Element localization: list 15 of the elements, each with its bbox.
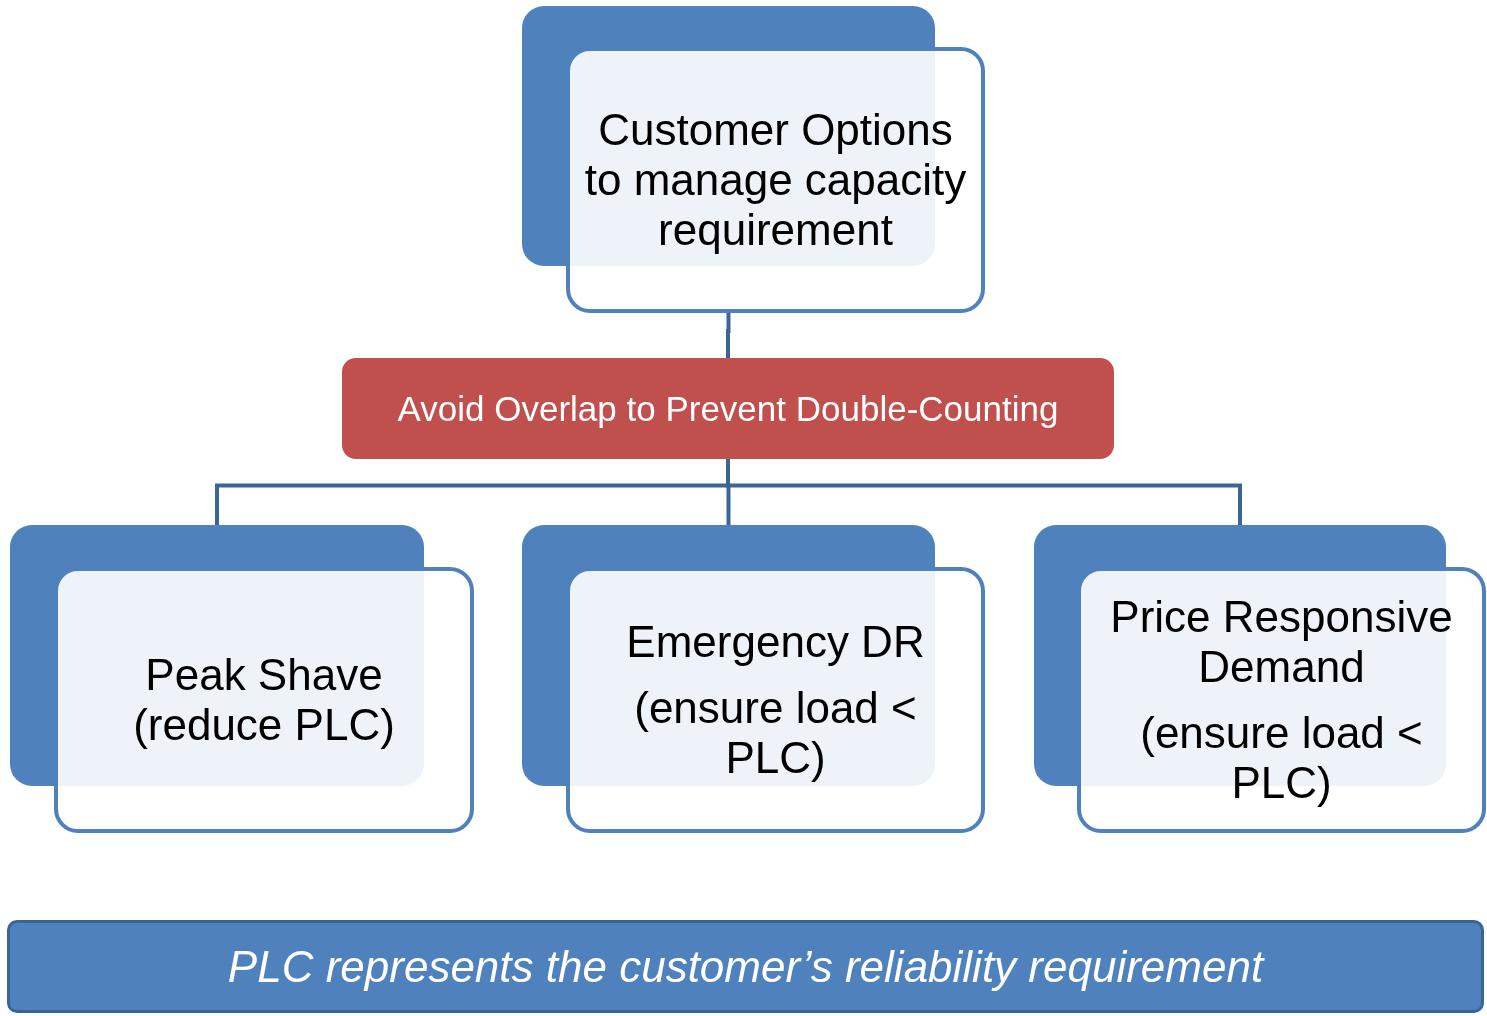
footer-band	[7, 920, 1484, 1013]
card-text: Emergency DR	[626, 617, 925, 667]
card-text: Price Responsive Demand	[1109, 592, 1454, 692]
footer-note: PLC represents the customer’s reliability requirement	[227, 941, 1264, 992]
process-card	[522, 525, 985, 833]
process-card	[522, 6, 985, 313]
card-text: (ensure load < PLC)	[1139, 708, 1424, 808]
process-card	[10, 525, 474, 833]
process-card	[1034, 525, 1486, 833]
card-text: (ensure load < PLC)	[633, 683, 918, 783]
card-text: Customer Options to manage capacity requirement	[583, 105, 968, 255]
connector-line	[726, 313, 731, 358]
card-text: Peak Shave (reduce PLC)	[132, 650, 396, 750]
banner-box	[342, 358, 1114, 459]
banner-text: Avoid Overlap to Prevent Double-Counting	[397, 388, 1059, 429]
